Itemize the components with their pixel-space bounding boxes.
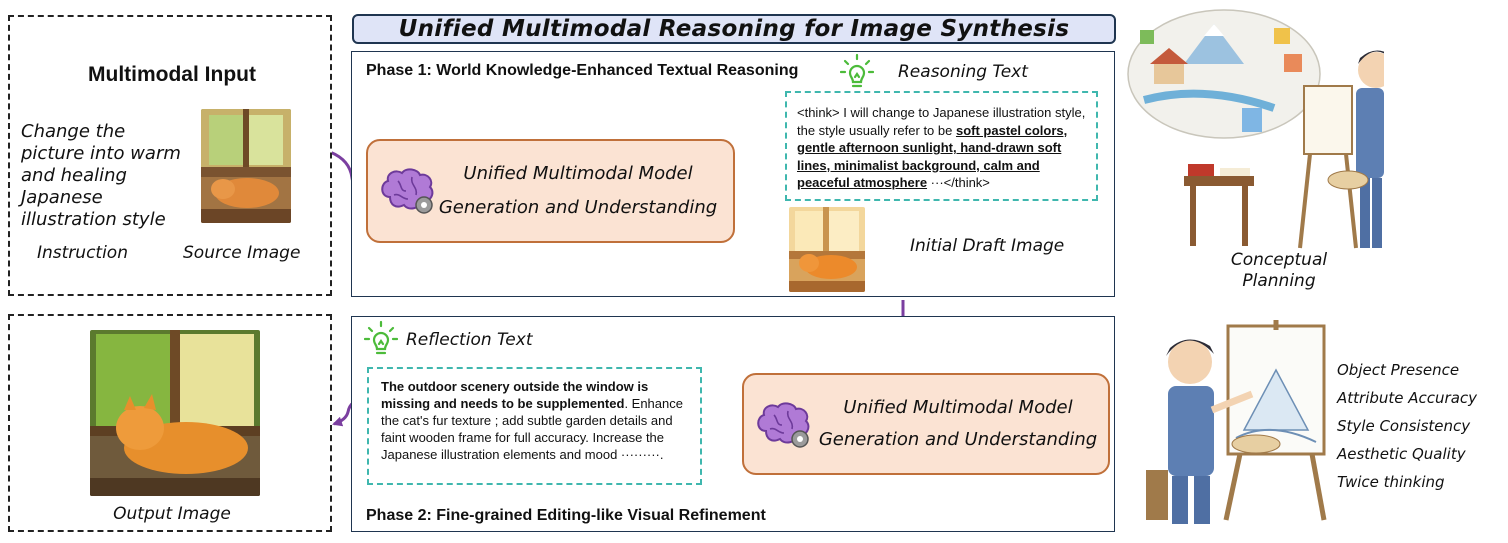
source-image xyxy=(201,109,291,223)
draft-image-label: Initial Draft Image xyxy=(910,236,1065,256)
phase1-model-line2: Generation and Understanding xyxy=(438,197,718,218)
conceptual-planning-label: Conceptual Planning xyxy=(1209,250,1349,292)
reflection-text-box: The outdoor scenery outside the window i… xyxy=(367,367,702,485)
source-image-label: Source Image xyxy=(183,243,301,263)
phase2-model-line1: Unified Multimodal Model xyxy=(843,397,1073,418)
instruction-label: Instruction xyxy=(37,243,128,263)
criteria-item: Aesthetic Quality xyxy=(1337,445,1466,463)
think-suffix: ···</think> xyxy=(927,175,990,190)
think-keywords: soft pastel colors, gentle afternoon sun… xyxy=(797,122,1068,191)
phase1-model-line1: Unified Multimodal Model xyxy=(463,163,693,184)
phase1-heading: Phase 1: World Knowledge-Enhanced Textua… xyxy=(366,62,799,79)
draft-image xyxy=(789,207,865,292)
phase2-model-box: Unified Multimodal Model Generation and … xyxy=(742,373,1110,475)
phase1-model-box: Unified Multimodal Model Generation and … xyxy=(366,139,735,243)
input-panel: Multimodal Input Change the picture into… xyxy=(8,15,332,296)
conceptual-planning-illustration xyxy=(1124,4,1394,254)
conceptual-planning-line1: Conceptual xyxy=(1230,250,1328,270)
output-panel: Output Image xyxy=(8,314,332,532)
reflection-rest: . Enhance the cat's fur texture ; add su… xyxy=(381,396,683,462)
phase2-model-line2: Generation and Understanding xyxy=(818,429,1098,450)
phase2-panel: Reflection Text The outdoor scenery outs… xyxy=(351,316,1115,532)
brain-icon xyxy=(381,168,434,214)
diagram-title: Unified Multimodal Reasoning for Image S… xyxy=(352,14,1116,44)
instruction-text: Change the picture into warm and healing… xyxy=(21,121,181,230)
criteria-item: Twice thinking xyxy=(1337,473,1445,491)
brain-icon xyxy=(757,402,810,448)
criteria-list: Object Presence Attribute Accuracy Style… xyxy=(1337,356,1477,496)
output-image xyxy=(90,330,260,496)
output-image-label: Output Image xyxy=(113,504,231,524)
criteria-item: Style Consistency xyxy=(1337,417,1471,435)
lightbulb-icon xyxy=(840,53,874,88)
reflection-bold: The outdoor scenery outside the window i… xyxy=(381,379,649,411)
criteria-item: Object Presence xyxy=(1337,361,1460,379)
reflection-text-label: Reflection Text xyxy=(406,330,533,350)
phase2-heading: Phase 2: Fine-grained Editing-like Visua… xyxy=(366,507,766,524)
phase1-panel: Phase 1: World Knowledge-Enhanced Textua… xyxy=(351,51,1115,297)
visual-refinement-illustration xyxy=(1140,320,1328,525)
lightbulb-icon xyxy=(364,320,398,355)
think-prefix: <think> I will change to Japanese illust… xyxy=(797,105,1086,138)
reasoning-text-box: <think> I will change to Japanese illust… xyxy=(785,91,1098,201)
criteria-item: Attribute Accuracy xyxy=(1337,389,1478,407)
input-heading: Multimodal Input xyxy=(88,63,256,86)
reasoning-text-label: Reasoning Text xyxy=(898,62,1028,82)
conceptual-planning-line2: Planning xyxy=(1242,271,1316,291)
